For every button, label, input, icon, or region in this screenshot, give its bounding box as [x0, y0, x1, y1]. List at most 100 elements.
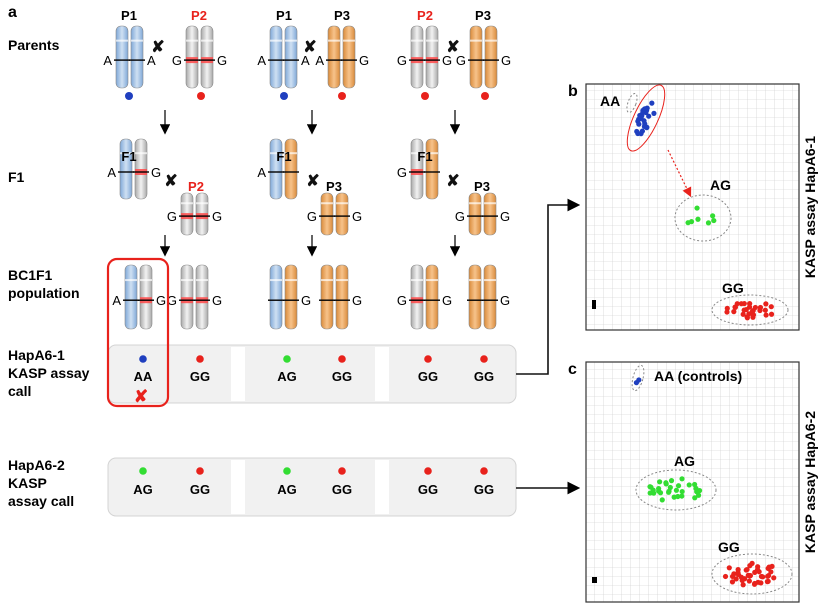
gg-cluster-point — [771, 575, 777, 581]
allele-label: G — [500, 209, 510, 224]
ag-cluster-point — [686, 482, 692, 488]
ag-cluster-point — [656, 486, 662, 492]
gg-cluster-point — [731, 309, 737, 315]
gg-cluster-ellipse — [711, 294, 789, 326]
chromosome — [283, 264, 299, 330]
gg-cluster-point — [758, 580, 764, 586]
ag-cluster-point — [710, 213, 716, 219]
gg-cluster-point — [757, 307, 763, 314]
chromosome — [424, 138, 440, 200]
ag-cluster-point — [657, 490, 664, 496]
ag-cluster-label: AG — [710, 177, 731, 193]
ag-cluster-point — [668, 478, 675, 484]
chromosome — [268, 25, 284, 89]
ag-cluster-point — [666, 488, 672, 494]
cross2-parent-left-label: P1 — [276, 8, 292, 23]
row-label-population: population — [8, 285, 80, 301]
ag-cluster-point — [685, 220, 691, 226]
genotype-call: AA — [134, 369, 153, 384]
genotype-call: GG — [332, 482, 352, 497]
allele-label: G — [172, 53, 182, 68]
panel-b-plot — [585, 83, 800, 331]
cross2-f1-label: F1 — [276, 149, 291, 164]
aa-controls-ellipse — [631, 364, 645, 392]
allele-label: A — [257, 53, 266, 68]
allele-label: A — [315, 53, 324, 68]
chromosome — [319, 264, 335, 330]
selected-plant-box — [106, 257, 170, 408]
panel-b-letter: b — [568, 83, 578, 100]
gg-cluster-point — [734, 301, 740, 307]
hap2-call-box — [107, 457, 517, 517]
ag-cluster-point — [695, 216, 701, 222]
ntc-marker — [592, 577, 597, 583]
allele-label: G — [442, 53, 452, 68]
row-label-hap2-1: HapA6-2 — [8, 457, 65, 473]
panel-b-side-label: KASP assay HapA6-1 — [802, 136, 818, 278]
ag-cluster-point — [657, 479, 663, 485]
chromosome — [482, 192, 498, 236]
gg-cluster-point — [746, 578, 752, 584]
aa-controls-point — [636, 377, 642, 383]
genotype-call: AG — [133, 482, 153, 497]
chromosome — [283, 138, 299, 200]
box-divider — [375, 460, 389, 514]
chromosome — [467, 264, 483, 330]
row-label-hap2-2: KASP — [8, 475, 47, 491]
ntc-marker — [592, 300, 596, 309]
gg-cluster-point — [735, 569, 741, 576]
chromosome — [133, 138, 149, 200]
chromosome — [123, 264, 139, 330]
ag-cluster-point — [671, 494, 677, 500]
genotype-dot-GG — [480, 467, 488, 475]
chromosome — [483, 25, 499, 89]
genotype-dot-GG — [424, 355, 432, 363]
genotype-dot-GG — [481, 92, 489, 100]
ag-cluster-point — [663, 481, 669, 487]
cross3-parent-right-label: P3 — [475, 8, 491, 23]
cross-symbol: ✘ — [164, 173, 177, 190]
allele-label: A — [103, 53, 112, 68]
ag-cluster-point — [705, 220, 712, 226]
genotype-call: GG — [418, 482, 438, 497]
hap1-call-box — [107, 344, 517, 404]
chromosome — [283, 25, 299, 89]
cross1-f1-label: F1 — [121, 149, 136, 164]
chromosome — [268, 138, 284, 200]
ag-cluster-point — [692, 481, 698, 488]
cross2-recurrent-label: P3 — [326, 179, 342, 194]
aa-cluster-point — [651, 110, 657, 116]
genotype-dot-AG — [283, 467, 291, 475]
row-label-parents: Parents — [8, 37, 60, 53]
ag-cluster-point — [693, 485, 699, 492]
allele-label: G — [397, 165, 407, 180]
chromosome — [409, 25, 425, 89]
gg-cluster-point — [755, 564, 761, 570]
gg-cluster-point — [740, 311, 746, 317]
cross3-f1-label: F1 — [417, 149, 432, 164]
allele-label: G — [217, 53, 227, 68]
allele-label: G — [442, 293, 452, 308]
aa-controls-label: AA (controls) — [654, 368, 742, 384]
genotype-dot-GG — [338, 467, 346, 475]
genotype-dot-GG — [338, 92, 346, 100]
gg-cluster-point — [747, 300, 753, 307]
chromosome — [334, 192, 350, 236]
gg-cluster-point — [760, 574, 766, 580]
gg-cluster-ellipse — [711, 553, 793, 595]
genotype-dot-AA — [125, 92, 133, 100]
gg-cluster-point — [745, 572, 751, 578]
gg-cluster-point — [744, 315, 750, 321]
ag-cluster-point — [675, 483, 682, 489]
cross3-recurrent-label: P3 — [474, 179, 490, 194]
allele-label: A — [301, 53, 310, 68]
chromosome — [184, 25, 200, 89]
ag-cluster-point — [650, 487, 656, 493]
gg-cluster-point — [763, 312, 769, 318]
chromosome — [424, 25, 440, 89]
gg-cluster-point — [765, 573, 772, 579]
box-divider — [375, 347, 389, 401]
ag-cluster-point — [679, 476, 685, 482]
